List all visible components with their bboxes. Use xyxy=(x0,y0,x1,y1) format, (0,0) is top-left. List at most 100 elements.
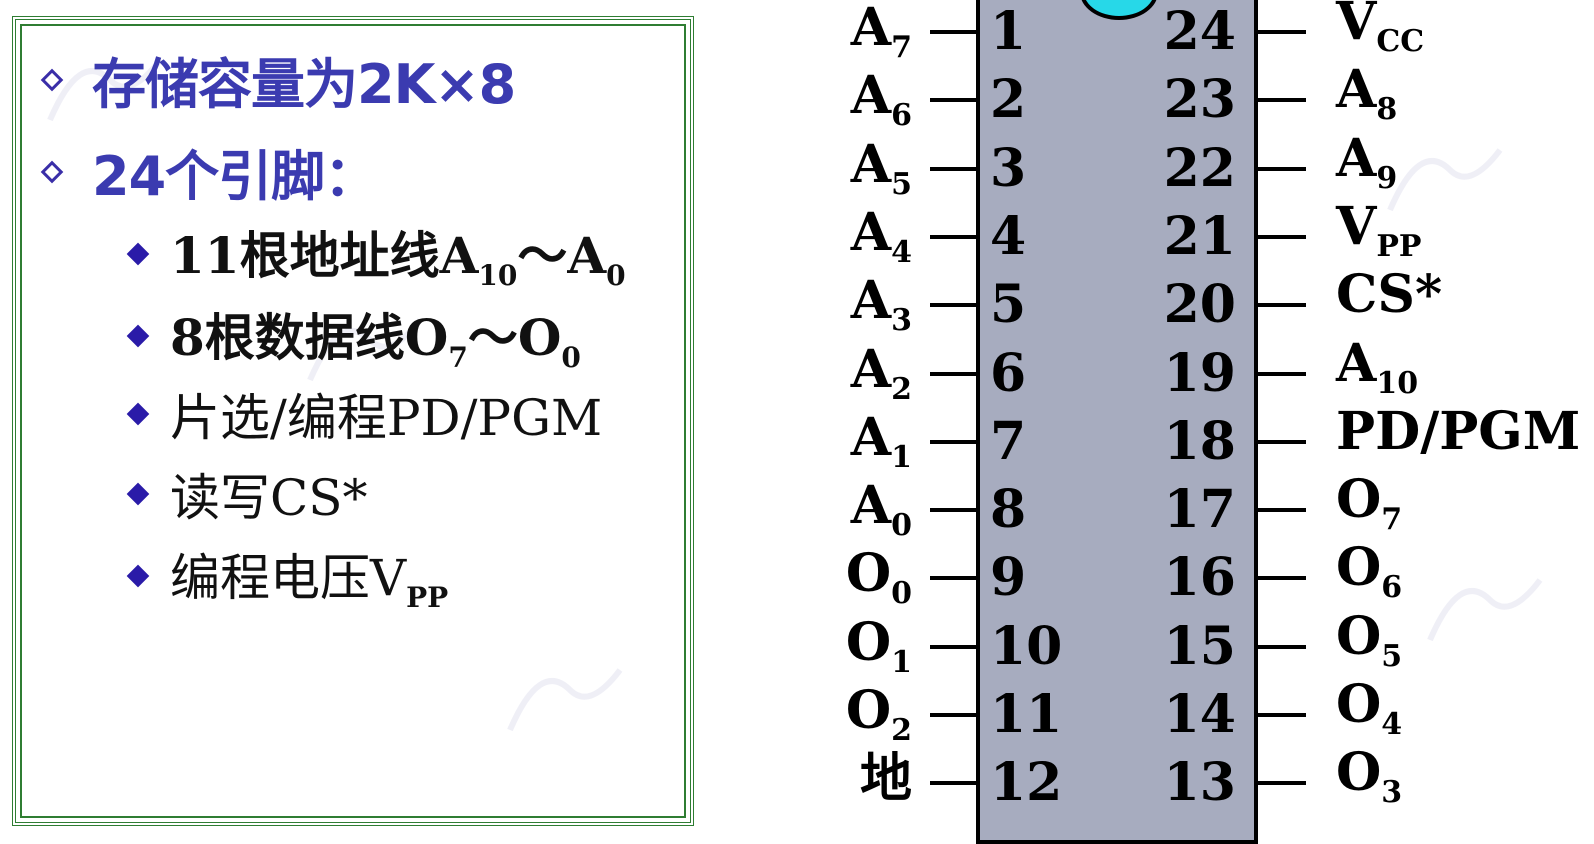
pin-signal-name: O xyxy=(845,611,892,673)
pin-signal-subscript: 2 xyxy=(891,371,912,407)
right-pin-label: VPP xyxy=(1336,200,1421,262)
left-pin-lead xyxy=(930,439,978,444)
subscript: 7 xyxy=(448,341,468,374)
pin-signal-subscript: 7 xyxy=(891,30,912,65)
right-pin-number: 19 xyxy=(1163,342,1236,404)
right-pin-lead xyxy=(1258,166,1306,171)
diamond-icon xyxy=(126,324,150,348)
left-pin-label: A6 xyxy=(851,70,912,131)
right-pin-lead xyxy=(1258,713,1306,717)
sub-bullet-address-lines: 11根地址线A10～A0 xyxy=(16,216,626,292)
left-pin-number: 9 xyxy=(990,547,1027,609)
pin-signal-name: A xyxy=(1336,59,1377,121)
pin-signal-subscript: 4 xyxy=(891,234,912,270)
left-pin-label: 地 xyxy=(860,753,912,805)
description-panel: 存储容量为2K×8 24个引脚： 11根地址线A10～A0 8根数据线O7～O0… xyxy=(12,16,694,826)
right-pin-lead xyxy=(1258,98,1306,103)
pin-signal-subscript: 5 xyxy=(1381,638,1403,674)
sub-bullet-read-write: 读写CS* xyxy=(16,458,368,530)
pin-signal-name: O xyxy=(1336,674,1382,735)
right-pin-number: 24 xyxy=(1163,1,1236,62)
subscript: PP xyxy=(406,581,449,614)
left-pin-lead xyxy=(930,713,978,717)
left-pin-number: 1 xyxy=(990,1,1027,62)
pin-signal-subscript: 1 xyxy=(891,439,912,475)
pin-signal-name: A xyxy=(850,406,892,468)
pin-signal-name: A xyxy=(850,0,892,58)
left-pin-number: 10 xyxy=(990,615,1063,677)
pin-signal-subscript: 10 xyxy=(1376,365,1419,401)
pin-signal-subscript: 4 xyxy=(1381,707,1403,742)
pin-signal-subscript: 7 xyxy=(1381,502,1403,538)
left-pin-label: A0 xyxy=(851,480,912,541)
right-pin-label: O7 xyxy=(1336,474,1402,535)
sub-bullet-text: 编程电压V xyxy=(170,549,407,607)
right-pin-number: 13 xyxy=(1163,752,1236,814)
left-pin-number: 6 xyxy=(990,342,1027,404)
diamond-icon xyxy=(126,482,150,506)
sub-bullet-chip-select: 片选/编程PD/PGM xyxy=(16,378,602,450)
left-pin-label: O2 xyxy=(846,685,912,746)
pin-signal-name: O xyxy=(845,543,892,605)
sub-bullet-data-lines: 8根数据线O7～O0 xyxy=(16,298,581,374)
right-pin-lead xyxy=(1258,234,1306,239)
right-pin-label: A9 xyxy=(1336,132,1398,196)
sub-bullet-text: ～O xyxy=(467,308,562,367)
right-pin-label: O4 xyxy=(1336,679,1402,740)
left-pin-number: 4 xyxy=(990,205,1027,267)
subscript: 10 xyxy=(478,259,518,292)
left-pin-lead xyxy=(930,371,978,376)
right-pin-label: O3 xyxy=(1336,747,1402,808)
left-pin-lead xyxy=(930,166,978,171)
pin-signal-name: CS* xyxy=(1336,264,1443,326)
right-pin-lead xyxy=(1258,371,1306,376)
left-pin-number: 12 xyxy=(990,752,1063,814)
sub-bullet-text: 11根地址线A xyxy=(170,226,479,285)
left-pin-lead xyxy=(930,234,978,239)
subscript: 0 xyxy=(561,341,581,374)
pin-signal-subscript: 9 xyxy=(1376,160,1398,196)
right-pin-label: O5 xyxy=(1336,610,1403,674)
left-pin-number: 5 xyxy=(990,274,1027,336)
left-pin-label: A5 xyxy=(851,138,912,202)
left-pin-label: A1 xyxy=(851,411,912,475)
pin-signal-name: V xyxy=(1336,0,1377,52)
right-pin-lead xyxy=(1258,781,1306,786)
left-pin-number: 2 xyxy=(990,69,1027,131)
pin-signal-subscript: 1 xyxy=(891,644,912,680)
pin-signal-name: PD/PGM xyxy=(1336,400,1581,462)
left-pin-lead xyxy=(930,303,978,308)
right-pin-number: 20 xyxy=(1163,274,1236,336)
right-pin-lead xyxy=(1258,508,1306,513)
left-pin-lead xyxy=(930,98,978,103)
sub-bullet-text: 片选/编程PD/PGM xyxy=(170,389,603,447)
sub-bullet-text: ～A xyxy=(517,226,607,285)
left-pin-label: A4 xyxy=(851,206,912,270)
left-pin-lead xyxy=(930,576,978,581)
pin-signal-subscript: 6 xyxy=(1381,570,1403,606)
pin-signal-subscript: CC xyxy=(1376,24,1425,59)
right-pin-label: A8 xyxy=(1336,64,1397,125)
right-pin-lead xyxy=(1258,30,1306,34)
pin-signal-name: A xyxy=(850,475,892,537)
pin-signal-name: A xyxy=(850,65,892,127)
bullet-pins: 24个引脚： xyxy=(16,132,378,211)
subscript: 0 xyxy=(606,259,626,292)
pin-signal-subscript: 3 xyxy=(891,303,912,339)
diamond-icon xyxy=(126,242,150,266)
bullet-capacity: 存储容量为2K×8 xyxy=(16,40,516,119)
pin-signal-name: O xyxy=(1336,469,1382,531)
right-pin-number: 15 xyxy=(1163,615,1236,677)
left-pin-label: A3 xyxy=(851,275,912,336)
left-pin-number: 3 xyxy=(990,137,1027,199)
pin-signal-name: O xyxy=(845,680,892,741)
pin-signal-name: A xyxy=(850,338,892,400)
pin-signal-name: A xyxy=(850,201,892,263)
left-pin-number: 8 xyxy=(990,479,1027,541)
pin-signal-name: O xyxy=(1336,537,1382,599)
chip-body xyxy=(976,0,1258,844)
pin-signal-subscript: 5 xyxy=(891,166,912,202)
right-pin-label: VCC xyxy=(1336,0,1424,57)
pin-signal-subscript: 0 xyxy=(891,508,912,544)
diamond-icon xyxy=(126,402,150,426)
